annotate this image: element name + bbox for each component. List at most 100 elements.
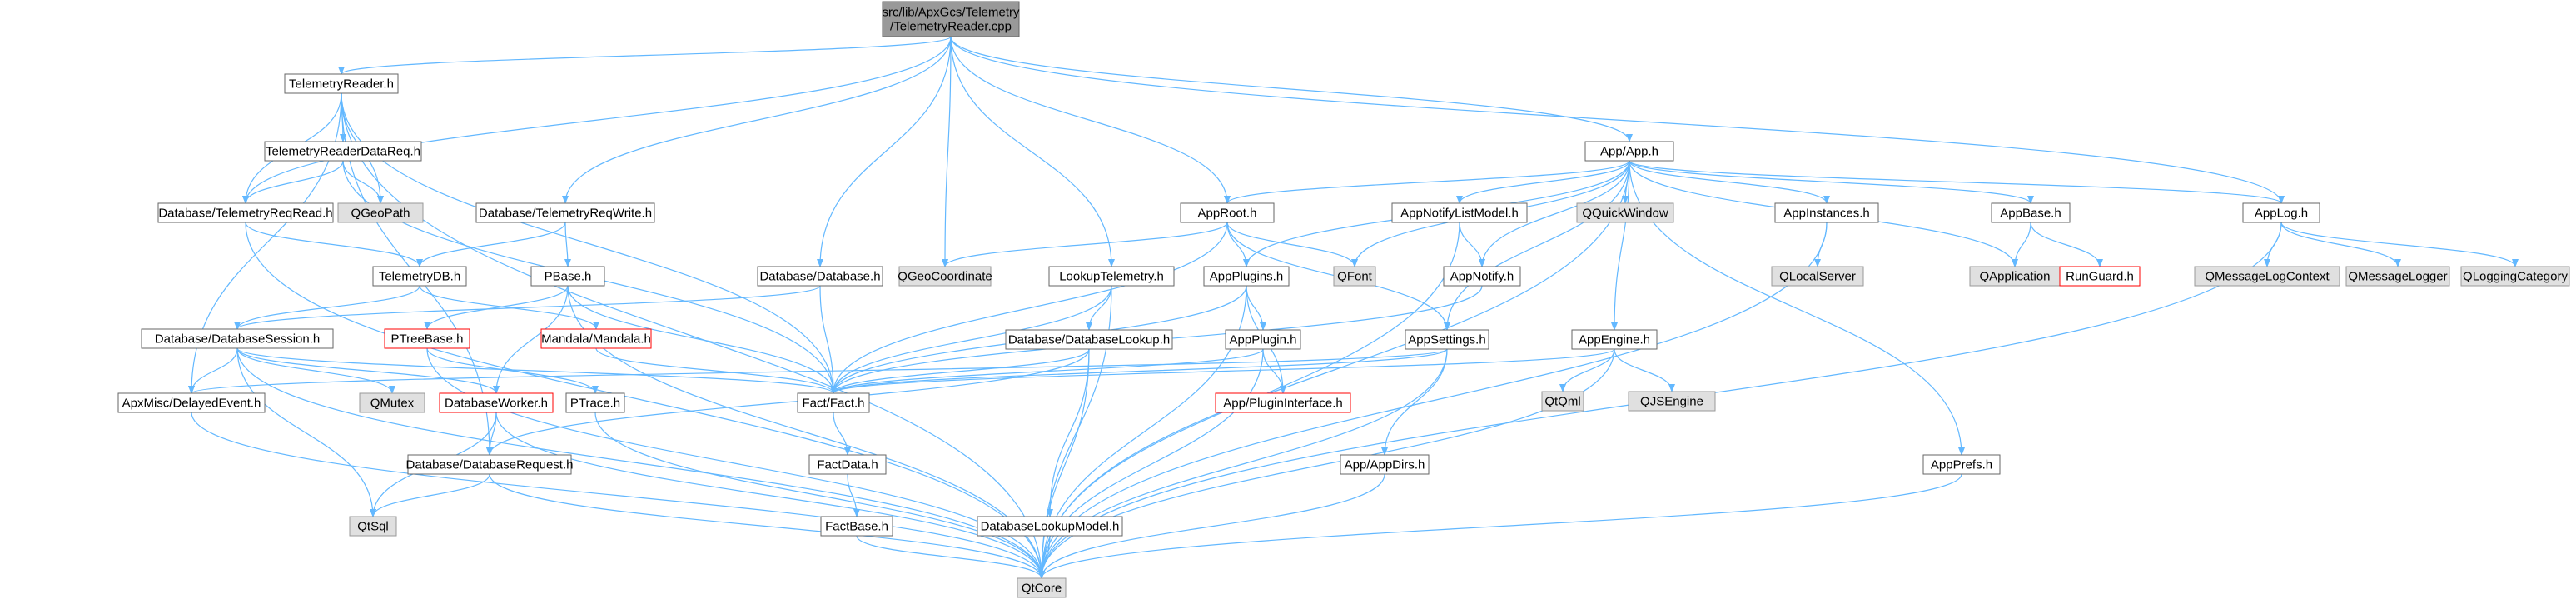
node-box[interactable] — [2460, 266, 2570, 287]
node-box[interactable] — [407, 454, 572, 475]
node-box[interactable] — [141, 328, 334, 349]
node-box[interactable] — [2059, 266, 2141, 287]
node-TelemetryDB[interactable]: TelemetryDB.h — [372, 266, 467, 287]
node-box[interactable] — [372, 266, 467, 287]
node-box[interactable] — [2242, 202, 2320, 223]
node-Mandala[interactable]: Mandala/Mandala.h — [540, 328, 652, 349]
node-box[interactable] — [1203, 266, 1290, 287]
node-AppBase[interactable]: AppBase.h — [1991, 202, 2071, 223]
node-box[interactable] — [439, 392, 554, 413]
node-DatabaseH[interactable]: Database/Database.h — [757, 266, 883, 287]
node-DatabaseLookupModel[interactable]: DatabaseLookupModel.h — [977, 516, 1123, 537]
node-AppDirs[interactable]: App/AppDirs.h — [1340, 454, 1430, 475]
node-FactFact[interactable]: Fact/Fact.h — [797, 392, 870, 413]
node-TelemetryReader[interactable]: TelemetryReader.h — [284, 73, 399, 94]
node-box[interactable] — [284, 73, 399, 94]
node-TelemetryReaderDataReq[interactable]: TelemetryReaderDataReq.h — [264, 141, 422, 162]
node-AppEngine[interactable]: AppEngine.h — [1571, 329, 1658, 350]
node-box[interactable] — [1048, 266, 1175, 287]
edge-root-to-AppApp — [950, 36, 1633, 142]
node-QMutex[interactable]: QMutex — [359, 392, 425, 413]
node-AppPlugins[interactable]: AppPlugins.h — [1203, 266, 1290, 287]
node-QtQml[interactable]: QtQml — [1541, 391, 1584, 412]
node-box[interactable] — [1180, 202, 1275, 223]
node-PTreeBase[interactable]: PTreeBase.h — [384, 328, 470, 349]
node-box[interactable] — [898, 266, 992, 287]
node-LookupTelemetry[interactable]: LookupTelemetry.h — [1048, 266, 1175, 287]
node-QtSql[interactable]: QtSql — [349, 516, 397, 537]
node-TelemetryReqWrite[interactable]: Database/TelemetryReqWrite.h — [475, 202, 655, 223]
node-QMessageLogContext[interactable]: QMessageLogContext — [2194, 266, 2340, 287]
node-box[interactable] — [1584, 141, 1674, 162]
node-box[interactable] — [820, 516, 893, 537]
node-box[interactable] — [977, 516, 1123, 537]
node-PBase[interactable]: PBase.h — [530, 266, 605, 287]
node-QApplication[interactable]: QApplication — [1969, 266, 2061, 287]
node-box[interactable] — [530, 266, 605, 287]
node-DatabaseLookup[interactable]: Database/DatabaseLookup.h — [1005, 329, 1173, 350]
node-box[interactable] — [384, 328, 470, 349]
node-AppInstances[interactable]: AppInstances.h — [1774, 202, 1879, 223]
node-AppNotifyListModel[interactable]: AppNotifyListModel.h — [1391, 202, 1528, 223]
node-box[interactable] — [1991, 202, 2071, 223]
node-RunGuard[interactable]: RunGuard.h — [2059, 266, 2141, 287]
node-AppPrefs[interactable]: AppPrefs.h — [1922, 454, 2001, 475]
node-box[interactable] — [882, 1, 1020, 37]
node-box[interactable] — [1628, 391, 1716, 412]
node-AppApp[interactable]: App/App.h — [1584, 141, 1674, 162]
node-box[interactable] — [1017, 577, 1067, 598]
node-TelemetryReqRead[interactable]: Database/TelemetryReqRead.h — [157, 202, 334, 223]
node-box[interactable] — [337, 202, 424, 223]
node-box[interactable] — [1333, 266, 1376, 287]
node-AppSettings[interactable]: AppSettings.h — [1405, 329, 1489, 350]
node-box[interactable] — [349, 516, 397, 537]
node-FactBase[interactable]: FactBase.h — [820, 516, 893, 537]
node-box[interactable] — [797, 392, 870, 413]
node-QFont[interactable]: QFont — [1333, 266, 1376, 287]
node-box[interactable] — [1771, 266, 1864, 287]
node-box[interactable] — [1571, 329, 1658, 350]
node-box[interactable] — [1576, 202, 1674, 223]
node-box[interactable] — [1405, 329, 1489, 350]
node-AppRoot[interactable]: AppRoot.h — [1180, 202, 1275, 223]
node-box[interactable] — [1922, 454, 2001, 475]
node-QGeoCoordinate[interactable]: QGeoCoordinate — [898, 266, 992, 287]
node-box[interactable] — [117, 392, 266, 413]
node-box[interactable] — [359, 392, 425, 413]
node-DatabaseSession[interactable]: Database/DatabaseSession.h — [141, 328, 334, 349]
node-box[interactable] — [475, 202, 655, 223]
node-QLoggingCategory[interactable]: QLoggingCategory — [2460, 266, 2570, 287]
node-ApxMiscDelayedEvent[interactable]: ApxMisc/DelayedEvent.h — [117, 392, 266, 413]
node-QMessageLogger[interactable]: QMessageLogger — [2345, 266, 2450, 287]
node-box[interactable] — [1215, 392, 1351, 413]
node-AppNotify[interactable]: AppNotify.h — [1443, 266, 1521, 287]
node-AppPluginInterface[interactable]: App/PluginInterface.h — [1215, 392, 1351, 413]
node-DatabaseWorker[interactable]: DatabaseWorker.h — [439, 392, 554, 413]
node-box[interactable] — [565, 392, 625, 413]
node-box[interactable] — [157, 202, 334, 223]
node-QLocalServer[interactable]: QLocalServer — [1771, 266, 1864, 287]
node-box[interactable] — [808, 454, 887, 475]
node-box[interactable] — [2345, 266, 2450, 287]
node-QQuickWindow[interactable]: QQuickWindow — [1576, 202, 1674, 223]
node-PTrace[interactable]: PTrace.h — [565, 392, 625, 413]
node-box[interactable] — [1774, 202, 1879, 223]
node-box[interactable] — [264, 141, 422, 162]
node-box[interactable] — [757, 266, 883, 287]
node-box[interactable] — [1005, 329, 1173, 350]
node-FactData[interactable]: FactData.h — [808, 454, 887, 475]
node-DatabaseRequest[interactable]: Database/DatabaseRequest.h — [406, 454, 574, 475]
node-box[interactable] — [2194, 266, 2340, 287]
node-AppLog[interactable]: AppLog.h — [2242, 202, 2320, 223]
node-box[interactable] — [1391, 202, 1528, 223]
node-box[interactable] — [1541, 391, 1584, 412]
node-AppPlugin[interactable]: AppPlugin.h — [1225, 329, 1301, 350]
node-QGeoPath[interactable]: QGeoPath — [337, 202, 424, 223]
node-box[interactable] — [1340, 454, 1430, 475]
node-root[interactable]: src/lib/ApxGcs/Telemetry/TelemetryReader… — [882, 1, 1020, 37]
node-QJSEngine[interactable]: QJSEngine — [1628, 391, 1716, 412]
node-box[interactable] — [540, 328, 652, 349]
node-box[interactable] — [1443, 266, 1521, 287]
node-box[interactable] — [1225, 329, 1301, 350]
node-QtCore[interactable]: QtCore — [1017, 577, 1067, 598]
